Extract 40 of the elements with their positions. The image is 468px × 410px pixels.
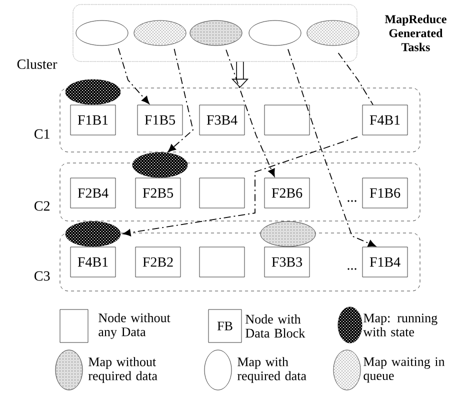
legend-text: Map with required data <box>237 357 306 383</box>
node-box <box>199 246 245 278</box>
arrow <box>288 48 376 247</box>
arrow <box>122 136 358 236</box>
legend-text: Node with Data Block <box>246 314 306 338</box>
arrow <box>118 48 150 104</box>
node-label: MapReduce Generated Tasks <box>384 14 446 52</box>
ellipsis: ... <box>348 268 356 270</box>
legend-text: Map waiting in queue <box>364 357 445 383</box>
map-ellipse <box>306 20 360 46</box>
heading-label: Cluster <box>17 59 58 69</box>
map-ellipse <box>76 20 128 46</box>
node-box: F2B5 <box>135 178 181 208</box>
legend-text: Map: running with state <box>363 314 438 336</box>
node-box: F1B5 <box>137 104 183 136</box>
map-ellipse <box>260 221 316 247</box>
node-box: F1B1 <box>70 104 116 136</box>
node-box: F3B4 <box>199 104 245 136</box>
arrow <box>226 49 275 177</box>
task-panel: MapReduce Generated Tasks <box>72 4 446 62</box>
node-box: F4B1 <box>362 104 408 136</box>
legend-text: Map without required data <box>88 357 158 383</box>
node-label: C1 <box>34 129 50 139</box>
map-ellipse <box>190 20 242 46</box>
node-box: F1B6 <box>362 178 408 208</box>
node-label: C3 <box>34 271 50 281</box>
node-box: F2B4 <box>70 178 116 208</box>
node-box <box>264 104 310 136</box>
arrow <box>168 48 194 152</box>
node-box <box>199 178 245 208</box>
node-label: C2 <box>34 201 50 211</box>
node-box: F1B4 <box>362 246 408 278</box>
node-box: F2B2 <box>135 246 181 278</box>
map-ellipse <box>248 20 302 46</box>
ellipsis: ... <box>348 200 356 202</box>
node-box: F4B1 <box>70 246 116 278</box>
node-box: F2B6 <box>264 178 310 208</box>
map-ellipse <box>134 20 186 46</box>
node-box: F3B3 <box>264 246 310 278</box>
legend-text: Node without any Data <box>98 313 170 339</box>
